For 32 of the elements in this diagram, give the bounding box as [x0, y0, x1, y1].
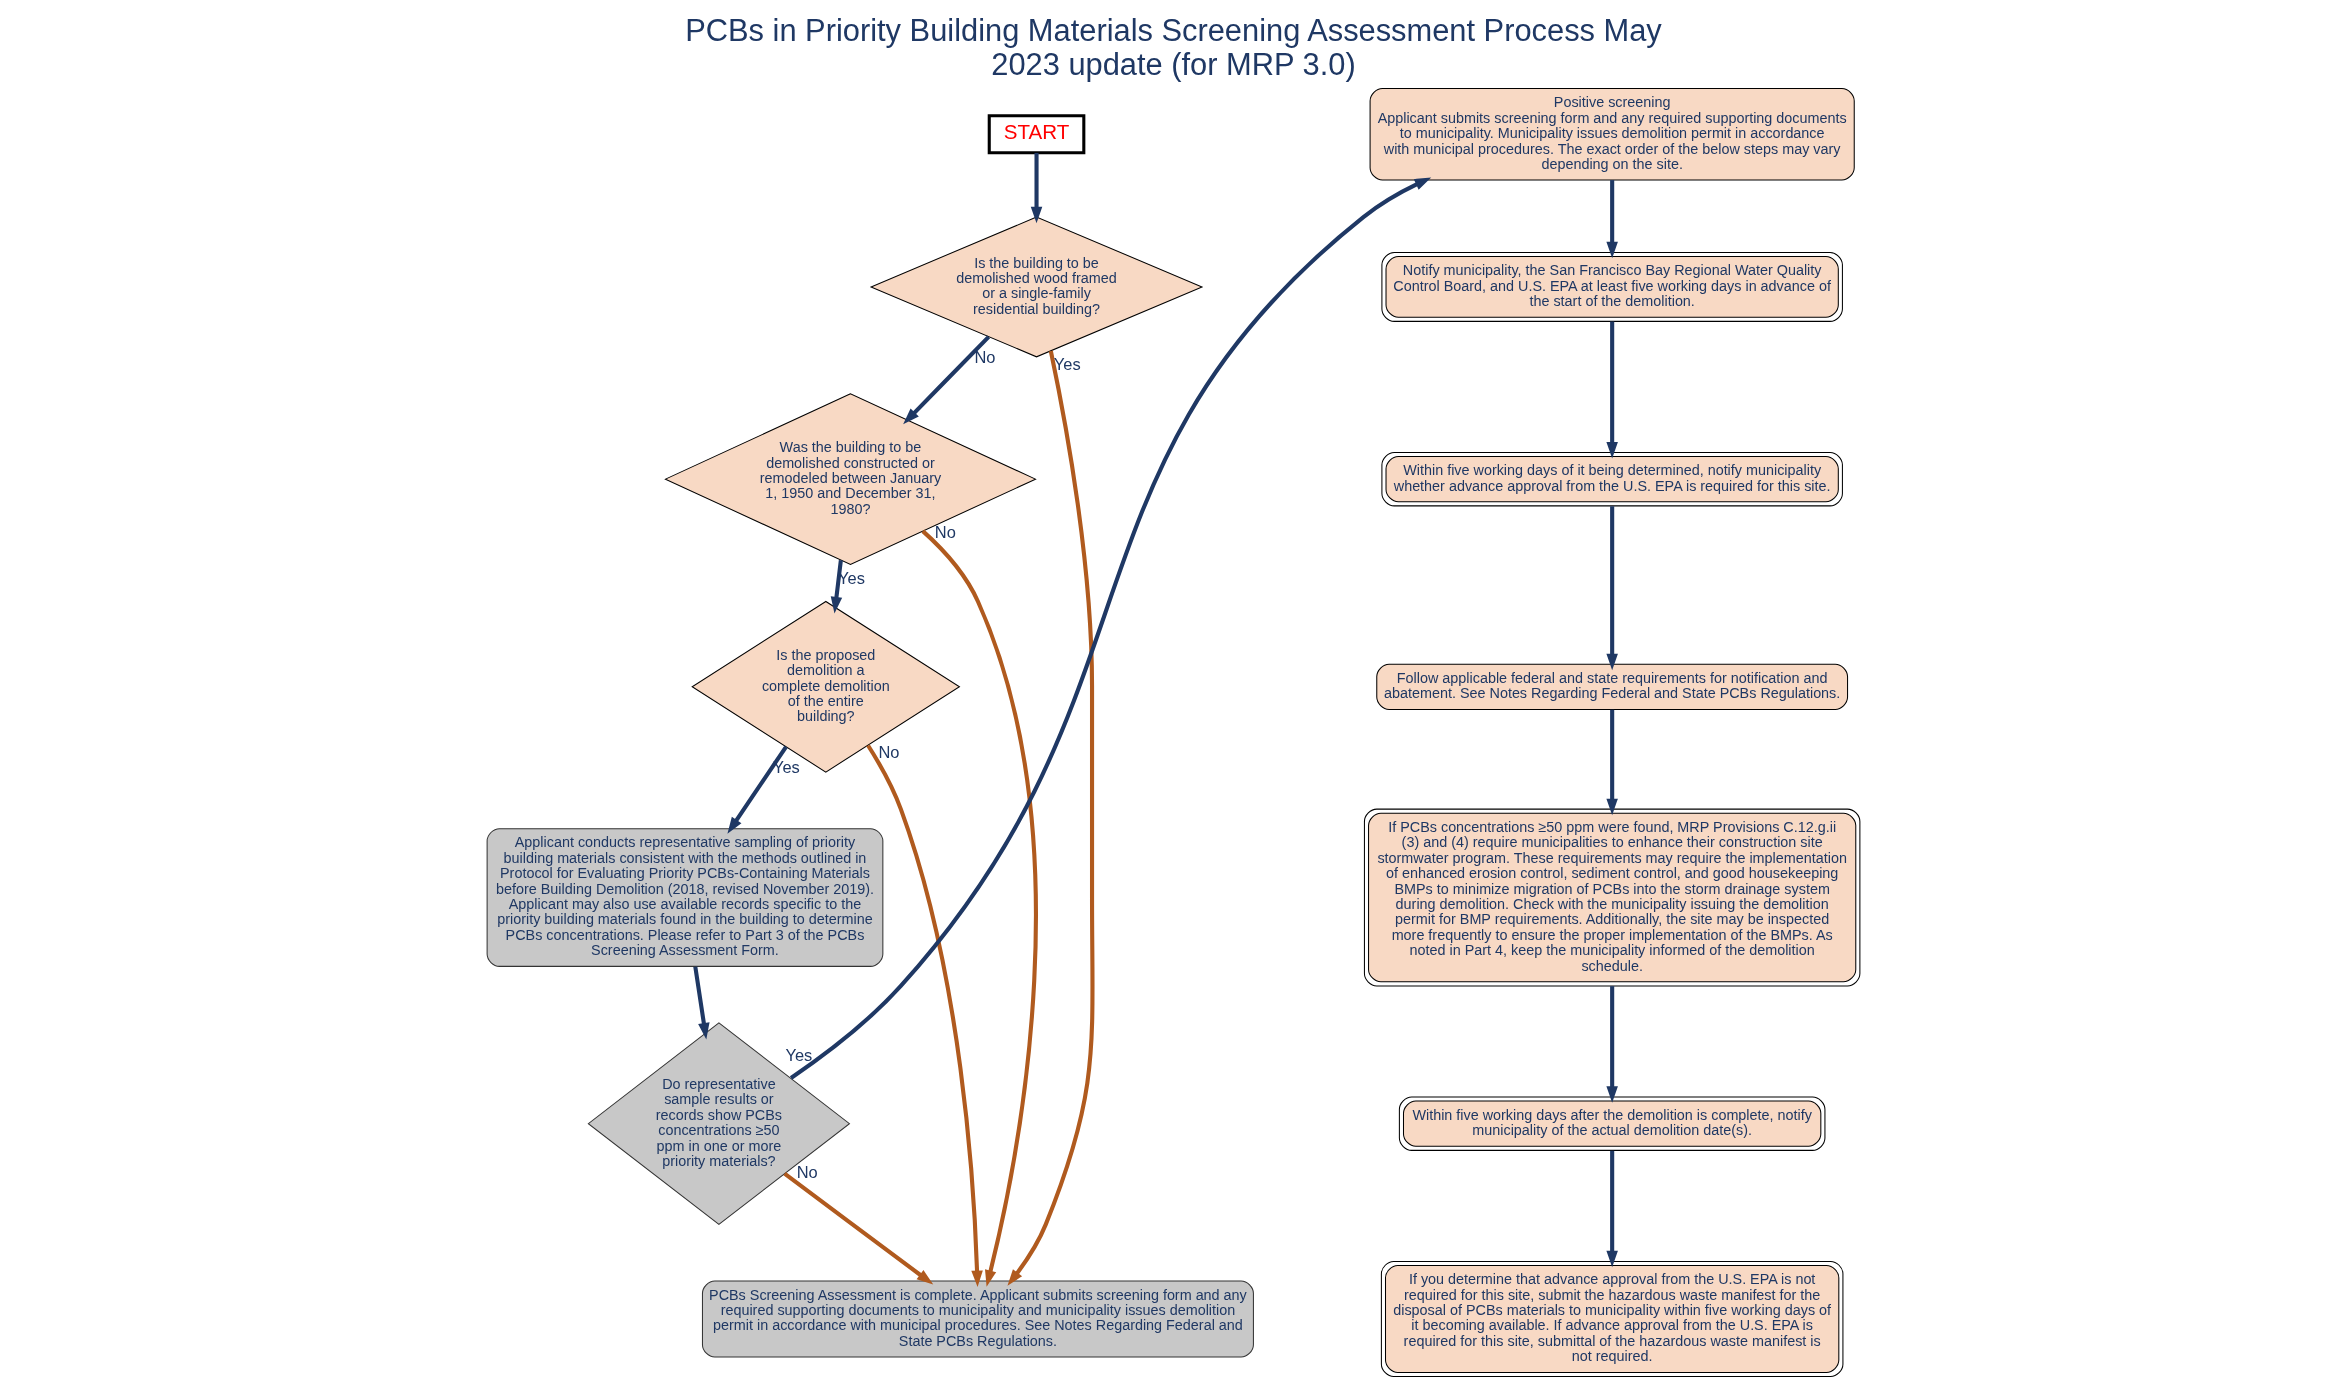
- edge-label: Yes: [837, 569, 865, 588]
- node-box: Positive screening Applicant submits screening form and any required supporting documents to municipality. Municipality issues demolition permit in accordance with municipal procedures. The exact order of the below steps may vary depending on the site.: [1369, 88, 1855, 181]
- arrow: [1605, 986, 1618, 1103]
- edge-label: Yes: [784, 1045, 812, 1064]
- arrow: [789, 177, 1431, 1080]
- arrow: [902, 335, 990, 425]
- arrow: [1605, 1150, 1618, 1268]
- node-box: Follow applicable federal and state requirements for notification and abatement. See Notes Regarding Federal and State PCBs Regulations.: [1375, 663, 1848, 710]
- node-box: If PCBs concentrations ≥50 ppm were found, MRP Provisions C.12.g.ii (3) and (4) require municipalities to enhance their construction site stormwater program. These requirements may require the implementation of enhanced erosion control, sediment control, and good housekeeping BMPs to minimize migration of PCBs into the storm drainage system during demolition. Check with the municipality issuing the demolition permit for BMP requirements. Additionally, the site may be inspected more frequently to ensure the proper implementation of the BMPs. As noted in Part 4, keep the municipality informed of the demolition schedule.: [1363, 808, 1860, 987]
- diagram-title: PCBs in Priority Building Materials Screening Assessment Process May 2023 update (for MRP 3.0): [684, 13, 1662, 83]
- arrow: [782, 1172, 933, 1285]
- arrow: [726, 745, 788, 834]
- arrow: [1605, 180, 1618, 259]
- arrow: [692, 966, 710, 1040]
- node-box: If you determine that advance approval from the U.S. EPA is not required for this site, submit the hazardous waste manifest for the disposal of PCBs materials to municipality within five working days of it becoming available. If advance approval from the U.S. EPA is required for this site, submittal of the hazardous waste manifest is not required.: [1380, 1260, 1843, 1378]
- edge-label: No: [934, 522, 956, 541]
- edge-label: No: [877, 743, 899, 762]
- node-box: Applicant conducts representative sampling of priority building materials consistent with the methods outlined in Protocol for Evaluating Priority PCBs-Containing Materials before Building Demolition (2018, revised November 2019). Applicant may also use available records specific to the priority building materials found in the building to determine PCBs concentrations. Please refer to Part 3 of the PCBs Screening Assessment Form.: [486, 828, 883, 967]
- arrow: [920, 529, 1038, 1287]
- arrow: [1006, 350, 1095, 1286]
- node-box: Notify municipality, the San Francisco Bay Regional Water Quality Control Board, and U.S. EPA at least five working days in advance of the start of the demolition.: [1380, 252, 1843, 322]
- edge-label: No: [796, 1163, 818, 1182]
- arrow: [1605, 506, 1618, 671]
- arrow: [865, 744, 983, 1288]
- node-box: Within five working days of it being determined, notify municipality whether advance approval from the U.S. EPA is required for this site.: [1380, 451, 1843, 507]
- arrow: [1030, 152, 1042, 224]
- node-box: PCBs Screening Assessment is complete. Applicant submits screening form and any required supporting documents to municipality and municipality issues demolition permit in accordance with municipal procedures. See Notes Regarding Federal and State PCBs Regulations.: [701, 1280, 1254, 1358]
- arrow: [1605, 321, 1618, 459]
- arrow: [830, 560, 843, 614]
- node-box: Within five working days after the demolition is complete, notify municipality of the actual demolition date(s).: [1398, 1096, 1825, 1151]
- arrow: [1605, 709, 1618, 816]
- node-box: START: [987, 114, 1085, 155]
